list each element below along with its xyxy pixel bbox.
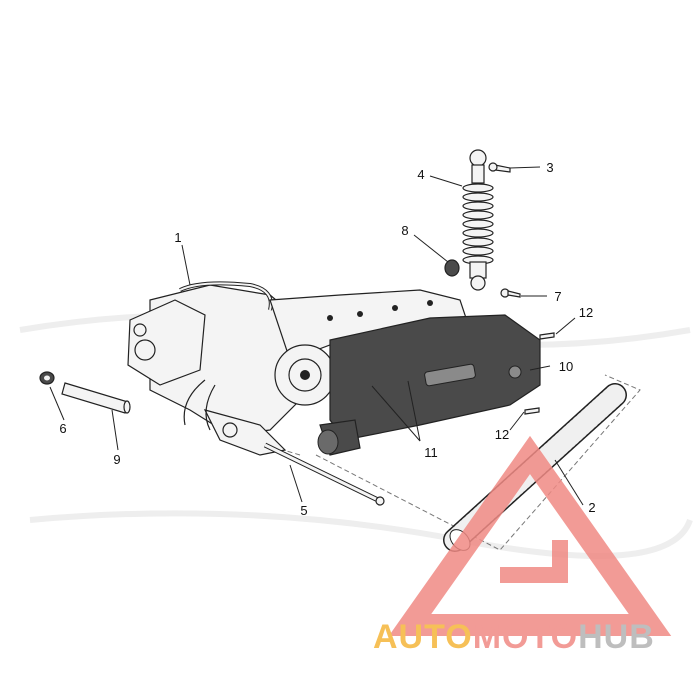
cover-screw-lower [524, 407, 540, 415]
watermark-brand: AUTOMOTOHUB [373, 618, 655, 656]
assembly-guide-dashed [315, 374, 641, 551]
callout-5: 5 [300, 503, 307, 518]
callout-11: 11 [424, 445, 438, 460]
callout-12-upper: 12 [579, 305, 593, 320]
callout-1: 1 [174, 230, 181, 245]
washer [39, 371, 55, 385]
callout-labels: 1 2 3 4 5 6 7 8 9 10 11 12 12 [59, 160, 595, 518]
callout-6: 6 [59, 421, 66, 436]
belt-cover [317, 314, 541, 456]
watermark: AUTOMOTOHUB [373, 435, 672, 656]
callout-3: 3 [546, 160, 553, 175]
callout-12-lower: 12 [495, 427, 509, 442]
callout-7: 7 [554, 289, 561, 304]
callout-9: 9 [113, 452, 120, 467]
shock-absorber [462, 149, 494, 291]
callout-2: 2 [588, 500, 595, 515]
engine-block [127, 281, 471, 456]
cover-screw-upper [539, 332, 555, 340]
engine-mount-pin [263, 442, 385, 506]
watermark-triangle-logo [388, 435, 672, 636]
spacer-tube [61, 382, 131, 414]
lower-shock-bolt [500, 288, 521, 298]
leader-lines [49, 166, 584, 506]
callout-4: 4 [417, 167, 424, 182]
rubber-bushing [444, 259, 460, 277]
callout-10: 10 [559, 359, 573, 374]
callout-8: 8 [401, 223, 408, 238]
upper-shock-bolt [488, 162, 511, 173]
